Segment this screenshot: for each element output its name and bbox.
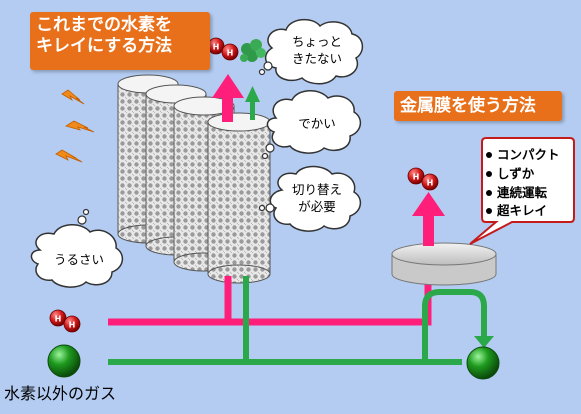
other-gas-ball-output — [466, 346, 500, 380]
cloud-noisy — [30, 208, 124, 288]
adsorption-tower-4 — [207, 112, 271, 284]
h-label: H — [427, 179, 434, 188]
callout-switch-line1: 切り替え — [291, 182, 342, 197]
feature-item: しずか — [484, 165, 574, 184]
metal-membrane-disk — [391, 242, 497, 286]
h-label: H — [213, 43, 220, 52]
title-conventional-method: これまでの水素を キレイにする方法 — [30, 12, 210, 70]
cloud-dirty — [258, 18, 364, 85]
callout-switch-text: 切り替え が必要 — [282, 182, 352, 216]
hydrogen-up-arrow-membrane — [412, 192, 445, 246]
feature-label: しずか — [497, 165, 535, 181]
callout-dirty-line2: きたない — [291, 50, 342, 66]
other-gas-pipe — [108, 276, 487, 365]
callout-dirty-text: ちょっと きたない — [282, 34, 352, 68]
membrane-features-list: コンパクト しずか 連続運転 超キレイ — [484, 146, 574, 221]
h-label: H — [69, 321, 76, 330]
other-gas-down-arrow — [474, 336, 494, 348]
bullet-icon — [486, 208, 492, 215]
lightning-bolt-icon — [55, 149, 83, 163]
feature-label: 連続運転 — [497, 184, 548, 200]
h-label: H — [413, 173, 420, 182]
feature-item: コンパクト — [484, 146, 574, 165]
cloud-big — [261, 90, 362, 160]
title-conventional-line2: キレイにする方法 — [36, 36, 173, 57]
hydrogen-pipe — [108, 276, 432, 326]
feature-label: コンパクト — [497, 147, 560, 162]
title-conventional-line1: これまでの水素を — [36, 15, 172, 35]
feature-label: 超キレイ — [497, 203, 548, 219]
bullet-icon — [486, 152, 492, 158]
impurity-cluster-icon — [240, 39, 266, 62]
membrane-features-callout — [469, 137, 575, 245]
bullet-icon — [486, 189, 492, 196]
feature-item: 連続運転 — [484, 184, 574, 203]
cloud-switch — [258, 165, 362, 232]
lightning-bolt-icon — [65, 120, 95, 133]
lightning-bolt-icon — [61, 89, 85, 105]
hydrogen-up-arrow-towers — [212, 74, 244, 122]
other-gas-up-arrow-towers — [245, 86, 260, 120]
other-gas-ball-input — [47, 344, 81, 378]
hydrogen-molecule-membrane: H H — [407, 167, 439, 191]
bullet-icon — [486, 170, 492, 177]
other-gas-caption: 水素以外のガス — [4, 384, 117, 403]
h-label: H — [55, 315, 62, 324]
h-label: H — [227, 49, 234, 58]
hydrogen-molecule-input: H H — [49, 309, 81, 333]
callout-big-text: でかい — [298, 116, 336, 131]
noise-bolt-icons — [55, 89, 95, 163]
feature-item: 超キレイ — [484, 202, 574, 221]
title-membrane-method: 金属膜を使う方法 — [394, 91, 562, 121]
hydrogen-molecule-top: H H — [207, 37, 239, 61]
callout-dirty-line1: ちょっと — [291, 34, 342, 49]
callout-noisy-text: うるさい — [53, 252, 104, 267]
callout-switch-line2: が必要 — [298, 198, 336, 214]
